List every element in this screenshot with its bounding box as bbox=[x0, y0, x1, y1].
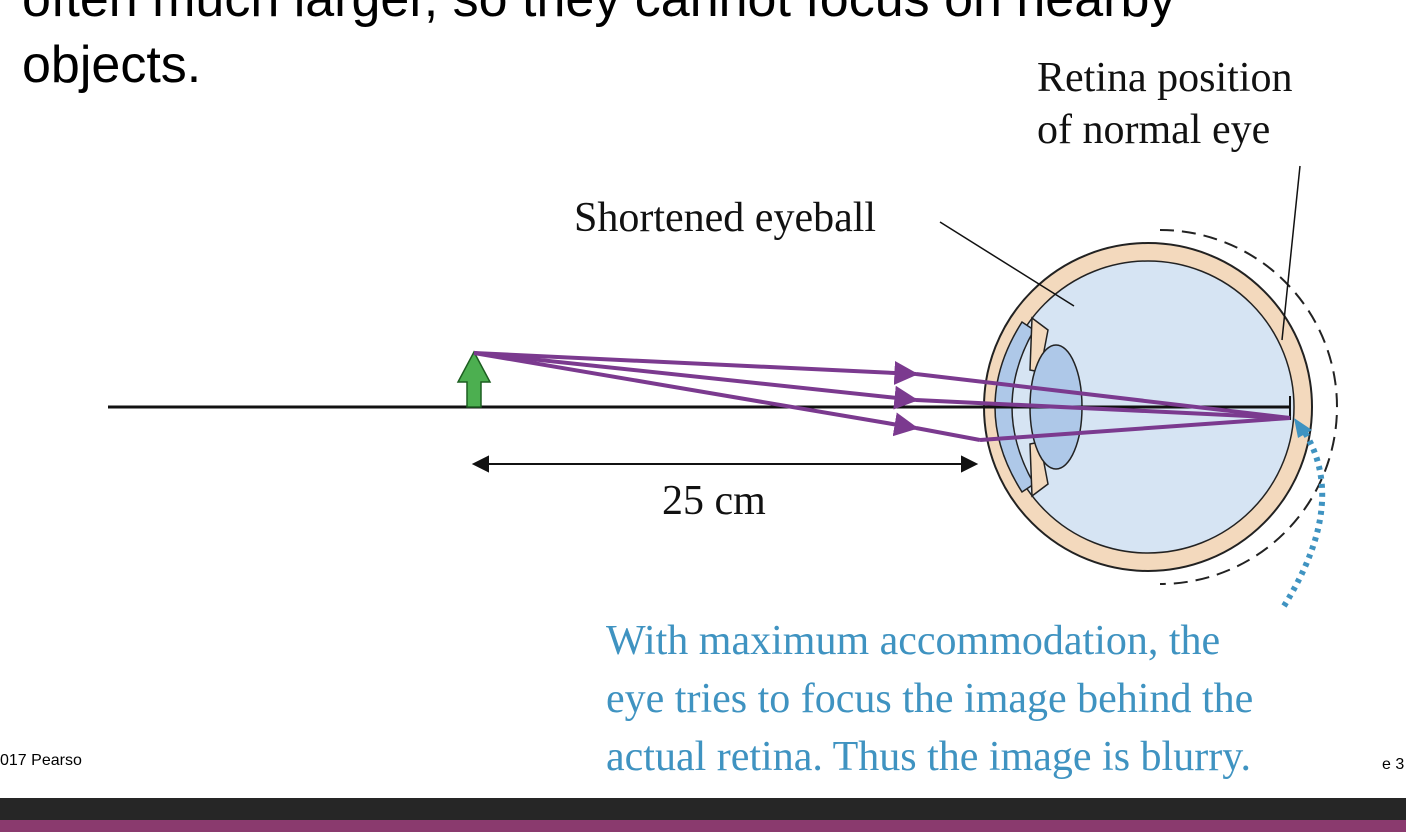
label-retina-position: Retina position of normal eye bbox=[1037, 52, 1293, 156]
footer-slide-number: e 3 bbox=[1382, 756, 1405, 773]
blurry-image-arrowhead bbox=[1294, 418, 1312, 438]
myopia-eye-diagram bbox=[108, 165, 1338, 608]
ray-3 bbox=[473, 351, 919, 437]
label-distance: 25 cm bbox=[662, 478, 766, 524]
ray-2-cont bbox=[915, 398, 1291, 420]
dimension-arrow-left bbox=[471, 455, 489, 473]
blurry-image-arrow bbox=[1281, 426, 1326, 608]
light-rays bbox=[473, 351, 1291, 442]
ray-3-inside bbox=[979, 416, 1291, 442]
leader-retina-position bbox=[1281, 165, 1301, 341]
caption-accommodation: With maximum accommodation, the eye trie… bbox=[606, 612, 1253, 786]
dimension-arrow-right bbox=[961, 455, 979, 473]
leader-shortened-eyeball bbox=[939, 221, 1075, 307]
label-retina-line-2: of normal eye bbox=[1037, 107, 1271, 153]
ray-1-cont bbox=[915, 372, 1291, 420]
bottom-bar bbox=[0, 798, 1406, 820]
caption-line-3: actual retina. Thus the image is blurry. bbox=[606, 734, 1251, 780]
normal-retina-dashed bbox=[1159, 229, 1338, 585]
footer-copyright: 017 Pearso bbox=[0, 752, 82, 769]
body-line-1: often much larger, so they cannot focus … bbox=[22, 0, 1175, 28]
bottom-accent-bar bbox=[0, 820, 1406, 832]
distance-dimension bbox=[471, 455, 979, 473]
ray-3-cont bbox=[915, 426, 981, 442]
caption-line-2: eye tries to focus the image behind the bbox=[606, 676, 1254, 722]
label-retina-line-1: Retina position bbox=[1037, 55, 1293, 101]
ray-1 bbox=[473, 351, 919, 385]
slide-body-text: often much larger, so they cannot focus … bbox=[22, 0, 1175, 98]
object-arrow bbox=[456, 350, 492, 408]
ray-2 bbox=[473, 351, 919, 410]
label-shortened-eyeball: Shortened eyeball bbox=[574, 195, 877, 241]
caption-line-1: With maximum accommodation, the bbox=[606, 618, 1221, 664]
body-line-2: objects. bbox=[22, 36, 202, 94]
